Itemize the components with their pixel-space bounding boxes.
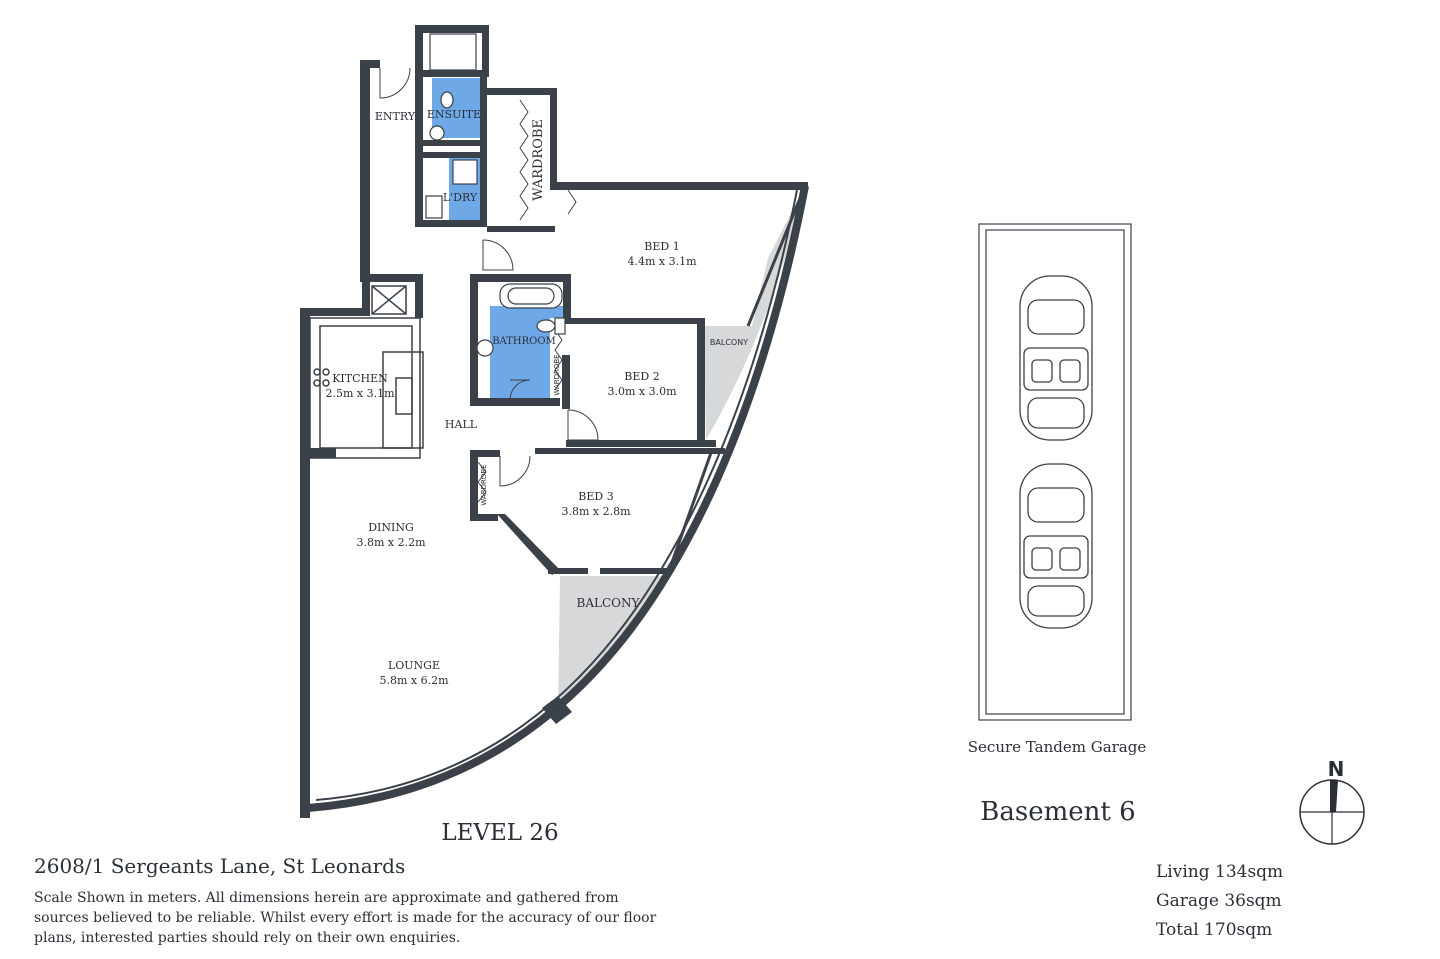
bath-fixtures: [425, 33, 566, 357]
wardrobe-bed2-label: WARDROBE: [553, 354, 561, 395]
disclaimer-text: Scale Shown in meters. All dimensions he…: [34, 890, 657, 946]
area-summary: Living 134sqm Garage 36sqm Total 170sqm: [1156, 858, 1283, 945]
wardrobe-main-label: WARDROBE: [531, 119, 546, 201]
bed2-label: BED 2: [624, 370, 659, 383]
bed2-dims: 3.0m x 3.0m: [607, 385, 677, 398]
basement-title: Basement 6: [980, 797, 1135, 827]
kitchen-label: KITCHEN: [332, 372, 388, 385]
kitchen-dims: 2.5m x 3.1m: [325, 387, 395, 400]
bathroom-label: BATHROOM: [492, 336, 556, 347]
door-swings: [379, 67, 599, 487]
total-area: Total 170sqm: [1156, 920, 1273, 940]
walls: [300, 25, 809, 818]
living-area: Living 134sqm: [1156, 862, 1284, 882]
dining-label: DINING: [368, 521, 414, 534]
garage-area: Garage 36sqm: [1156, 891, 1282, 911]
balcony-small-label: BALCONY: [710, 338, 748, 347]
wardrobe-bed3-label: WARDROBE: [480, 464, 488, 505]
car-icon: [1019, 463, 1093, 629]
bed3-label: BED 3: [578, 490, 613, 503]
garage-caption: Secure Tandem Garage: [968, 738, 1147, 756]
property-address: 2608/1 Sergeants Lane, St Leonards: [34, 854, 406, 878]
compass-icon: N: [1299, 757, 1365, 845]
bed3-dims: 3.8m x 2.8m: [561, 505, 631, 518]
lounge-dims: 5.8m x 6.2m: [379, 674, 449, 687]
garage-outline: [978, 223, 1132, 721]
entry-label: ENTRY: [375, 110, 416, 123]
laundry-label: L'DRY: [443, 191, 478, 204]
bed1-label: BED 1: [644, 240, 679, 253]
level-title: LEVEL 26: [441, 820, 558, 846]
bed1-dims: 4.4m x 3.1m: [627, 255, 697, 268]
balcony-large-label: BALCONY: [577, 596, 641, 610]
dining-dims: 3.8m x 2.2m: [356, 536, 426, 549]
kitchen-fixtures: [309, 285, 424, 459]
hall-label: HALL: [445, 418, 478, 431]
ensuite-label: ENSUITE: [427, 108, 481, 121]
wardrobe-symbols: [477, 99, 577, 503]
compass-north-label: N: [1328, 757, 1345, 781]
lounge-label: LOUNGE: [388, 659, 440, 672]
car-icon: [1019, 275, 1093, 441]
